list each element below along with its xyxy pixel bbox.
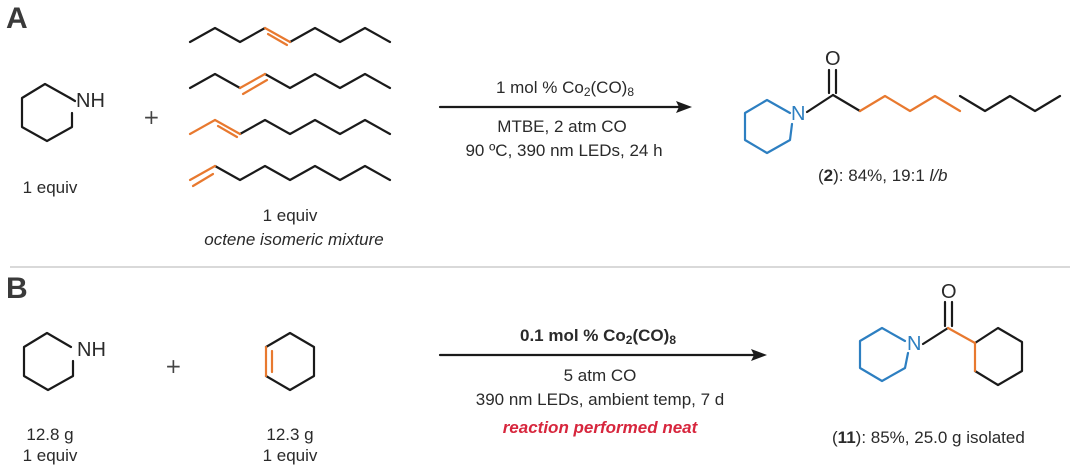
amine-a-nh: NH bbox=[76, 90, 105, 112]
amine-a-amount: 1 equiv bbox=[22, 178, 78, 197]
conditions-b-line3: 390 nm LEDs, ambient temp, 7 d bbox=[475, 390, 725, 409]
alkene-a-amount: 1 equiv bbox=[262, 206, 318, 225]
product-2-label: (2): 84%, 19:1 l/b bbox=[818, 166, 948, 185]
alkene-a-description: octene isomeric mixture bbox=[204, 230, 384, 249]
plus-a: + bbox=[143, 105, 160, 129]
product-2-n: N bbox=[791, 103, 806, 125]
amine-b-nh: NH bbox=[77, 339, 106, 361]
octene-isomer-2-alkene bbox=[188, 118, 242, 139]
octene-isomer-2 bbox=[238, 118, 392, 136]
octene-isomer-3 bbox=[188, 72, 392, 90]
conditions-a-catalyst: 1 mol % Co2(CO)8 bbox=[495, 78, 635, 99]
amine-b-mass: 12.8 g bbox=[26, 425, 74, 444]
alkene-b-amount: 1 equiv bbox=[262, 446, 318, 465]
piperidine-b bbox=[22, 331, 75, 392]
piperidine-a bbox=[20, 82, 77, 143]
plus-b: + bbox=[165, 354, 182, 378]
product-11-n: N bbox=[907, 333, 922, 355]
amine-b-amount: 1 equiv bbox=[22, 446, 78, 465]
arrow-a-head bbox=[676, 101, 692, 113]
product-11-new-bonds bbox=[946, 326, 977, 373]
product-2-chain bbox=[805, 68, 1062, 114]
octene-isomer-1 bbox=[213, 164, 392, 182]
panel-a-label: A bbox=[6, 2, 28, 35]
octene-isomer-4-alkene bbox=[263, 26, 292, 47]
product-11-ring bbox=[858, 326, 910, 383]
product-11-core bbox=[921, 300, 1024, 387]
octene-isomer-4 bbox=[188, 26, 392, 44]
panel-b-label: B bbox=[6, 272, 28, 305]
alkene-b-mass: 12.3 g bbox=[266, 425, 314, 444]
product-11-o: O bbox=[941, 281, 957, 303]
cyclohexene bbox=[264, 331, 316, 392]
product-2-o: O bbox=[825, 48, 841, 70]
conditions-b-line2: 5 atm CO bbox=[563, 366, 637, 385]
octene-isomer-3-alkene bbox=[238, 72, 269, 96]
product-2-ring bbox=[743, 98, 794, 155]
cyclohexene-alkene bbox=[264, 345, 274, 378]
panel-divider bbox=[10, 266, 1070, 268]
arrow-b-head bbox=[751, 349, 767, 361]
octene-isomer-1-alkene bbox=[188, 164, 217, 188]
conditions-b-note: reaction performed neat bbox=[502, 418, 698, 437]
conditions-b-catalyst: 0.1 mol % Co2(CO)8 bbox=[519, 326, 677, 347]
conditions-a-line2: MTBE, 2 atm CO bbox=[497, 117, 627, 136]
product-2-new-bonds bbox=[858, 94, 962, 113]
conditions-a-line3: 90 ºC, 390 nm LEDs, 24 h bbox=[465, 141, 663, 160]
product-11-label: (11): 85%, 25.0 g isolated bbox=[832, 428, 1025, 447]
